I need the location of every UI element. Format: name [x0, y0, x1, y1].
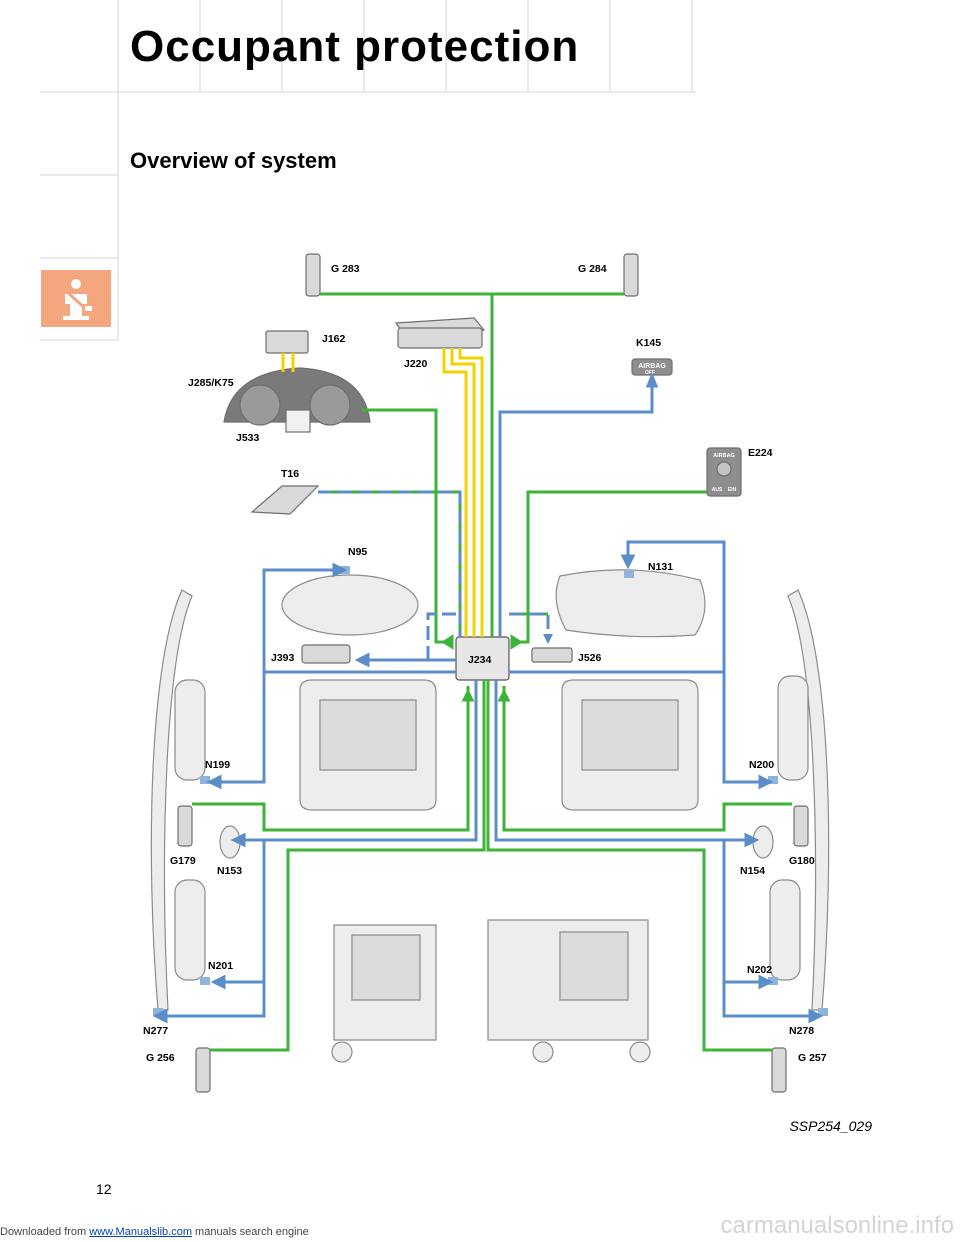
label-n154: N154	[740, 865, 765, 877]
label-n199: N199	[205, 759, 230, 771]
e224-ein: EIN	[728, 487, 737, 493]
label-j162: J162	[322, 333, 346, 345]
watermark: carmanualsonline.info	[720, 1212, 954, 1239]
label-g179: G179	[170, 855, 196, 867]
k145-text: AIRBAG	[638, 363, 666, 370]
footer-prefix: Downloaded from	[0, 1226, 90, 1238]
footer-suffix: manuals search engine	[191, 1226, 309, 1238]
label-n202: N202	[747, 964, 772, 976]
label-j393: J393	[271, 652, 295, 664]
label-j285: J285/K75	[188, 377, 234, 389]
devices	[177, 253, 809, 1093]
page-number: 12	[96, 1181, 112, 1197]
label-g284: G 284	[578, 263, 607, 275]
download-footer: Downloaded from www.Manualslib.com manua…	[0, 1226, 309, 1238]
label-n153: N153	[217, 865, 242, 877]
wires-dashed	[318, 490, 553, 660]
e224-text: AIRBAG	[713, 453, 735, 459]
label-g257: G 257	[798, 1052, 827, 1064]
wires-green	[192, 292, 792, 1052]
label-n278: N278	[789, 1025, 814, 1037]
footer-link[interactable]: www.Manualslib.com	[89, 1226, 192, 1238]
label-e224: E224	[748, 447, 773, 459]
k145-sub: OFF	[645, 370, 655, 376]
car-body	[150, 569, 830, 1063]
component-labels: G 283 G 284 J162 J220 K145 J285/K75 J533…	[143, 263, 827, 1064]
wires-blue	[152, 371, 824, 1024]
e224-aus: AUS	[712, 487, 723, 493]
label-j533: J533	[236, 432, 260, 444]
label-g256: G 256	[146, 1052, 175, 1064]
section-subtitle: Overview of system	[130, 148, 337, 173]
seatbelt-icon-box	[41, 270, 111, 327]
label-n131: N131	[648, 561, 673, 573]
switch-text: AIRBAG OFF AIRBAG AUS EIN	[638, 363, 736, 493]
label-n95: N95	[348, 546, 367, 558]
label-n277: N277	[143, 1025, 168, 1037]
wires-yellow	[281, 348, 484, 637]
label-t16: T16	[281, 468, 299, 480]
label-j220: J220	[404, 358, 428, 370]
label-j234: J234	[468, 654, 492, 666]
figure-reference: SSP254_029	[789, 1118, 872, 1134]
page-title: Occupant protection	[130, 22, 580, 71]
label-k145: K145	[636, 337, 661, 349]
seatbelt-icon	[63, 279, 92, 320]
label-j526: J526	[578, 652, 602, 664]
label-n200: N200	[749, 759, 774, 771]
label-g283: G 283	[331, 263, 360, 275]
label-n201: N201	[208, 960, 233, 972]
label-g180: G180	[789, 855, 815, 867]
